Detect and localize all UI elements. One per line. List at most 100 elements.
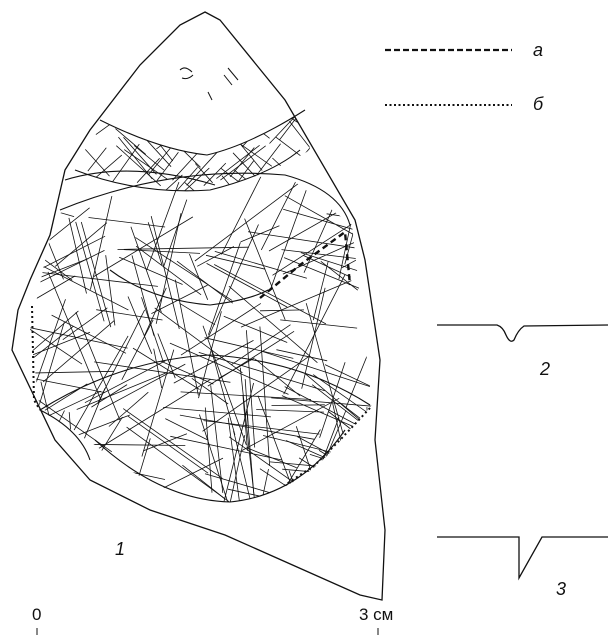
hatch-stroke-lower (84, 360, 166, 404)
hatch-stroke-lower (176, 260, 234, 304)
hatch-stroke-lower (283, 257, 372, 307)
hatch-stroke-lower (182, 464, 226, 500)
hatch-stroke-lower (254, 358, 301, 397)
hatch-stroke-lower (305, 303, 344, 435)
hatch-stroke-lower (211, 350, 236, 436)
hatch-stroke-lower (179, 414, 315, 440)
scale-start-label: 0 (32, 605, 41, 624)
hatch-stroke-lower (366, 407, 372, 492)
hatch-stroke-lower (163, 407, 271, 418)
hatch-stroke-lower (285, 440, 369, 478)
hatch-stroke-lower (276, 422, 372, 501)
hatch-stroke-lower (328, 411, 366, 441)
hatch-stroke-lower (344, 190, 365, 265)
hatch-stroke-lower (30, 325, 74, 372)
hatch-stroke-lower (30, 390, 102, 437)
dashed-boundary-a (259, 229, 352, 299)
hatch-stroke-lower (202, 325, 247, 446)
artifact-label: 1 (115, 539, 125, 559)
legend-label-a: а (533, 40, 543, 60)
hatch-stroke-lower (30, 318, 83, 365)
hatch-stroke-lower (345, 293, 372, 408)
hatch-stroke-lower (297, 436, 372, 488)
hatch-stroke-upper (256, 173, 276, 191)
hatch-stroke-lower (318, 450, 372, 502)
hatch-stroke-upper (141, 174, 183, 191)
hatch-stroke-lower (240, 225, 280, 243)
hatch-stroke-upper (220, 110, 242, 129)
hatch-stroke-lower (230, 324, 291, 366)
hatch-stroke-upper (166, 167, 198, 191)
hatch-stroke-lower (127, 415, 209, 474)
hatch-stroke-lower (227, 488, 323, 502)
hatch-stroke-lower (228, 285, 318, 364)
hatch-stroke-lower (256, 409, 325, 413)
hatch-stroke-lower (220, 176, 266, 255)
hatch-stroke-lower (179, 302, 216, 326)
hatch-stroke-upper (82, 110, 110, 116)
hatch-stroke-upper (230, 111, 256, 142)
hatch-stroke-lower (105, 255, 116, 326)
hatch-stroke-lower (271, 397, 372, 408)
hatch-stroke-lower (160, 360, 214, 385)
hatch-stroke-lower (68, 217, 87, 294)
hatch-stroke-lower (151, 284, 208, 314)
hatch-stroke-lower (239, 367, 255, 499)
hatch-stroke-lower (119, 256, 183, 285)
hatch-stroke-lower (191, 377, 229, 405)
relief-contours (39, 109, 371, 503)
hatch-stroke-lower (30, 331, 91, 364)
hatch-stroke-lower (80, 221, 112, 328)
hatch-stroke-lower (189, 253, 209, 300)
hatch-stroke-upper (156, 151, 179, 182)
hatch-stroke-lower (68, 414, 131, 439)
hatch-stroke-lower (165, 418, 209, 441)
hatch-stroke-lower (163, 199, 188, 268)
hatch-stroke-upper (164, 131, 201, 168)
hatch-stroke-lower (75, 312, 121, 421)
hatch-stroke-upper (236, 111, 255, 131)
hatch-stroke-lower (135, 245, 202, 296)
hatch-stroke-upper (106, 143, 140, 190)
hatch-stroke-lower (207, 330, 295, 387)
hatch-stroke-lower (77, 460, 166, 480)
profile-v-label: 2 (539, 359, 550, 379)
hatch-stroke-upper (147, 140, 172, 167)
hatch-stroke-lower (272, 202, 372, 276)
hatch-stroke-lower (219, 382, 254, 502)
hatch-stroke-lower (132, 347, 200, 390)
hatch-stroke-upper (184, 182, 213, 191)
hatch-stroke-lower (147, 222, 163, 266)
hatch-stroke-upper (283, 110, 303, 114)
hatch-stroke-lower (96, 309, 163, 321)
hatch-stroke-lower (324, 464, 372, 470)
hatch-stroke-lower (271, 404, 325, 406)
upper-hatching-band (75, 110, 310, 191)
hatch-stroke-upper (258, 143, 281, 174)
hatch-stroke-upper (237, 160, 255, 182)
hatch-stroke-lower (255, 469, 269, 502)
apex-marks (179, 67, 239, 101)
hatch-stroke-lower (259, 309, 305, 312)
hatch-stroke-lower (301, 287, 326, 389)
hatch-stroke-lower (228, 436, 331, 502)
hatch-stroke-lower (169, 342, 289, 395)
hatch-stroke-lower (284, 195, 336, 225)
hatch-stroke-lower (31, 395, 113, 453)
hatch-stroke-upper (288, 120, 310, 169)
hatch-stroke-upper (116, 145, 161, 187)
hatch-stroke-lower (122, 408, 223, 479)
hatch-stroke-upper (221, 175, 243, 191)
hatch-stroke-lower (141, 297, 164, 362)
profile-step-label: 3 (556, 579, 566, 599)
hatch-stroke-lower (363, 455, 372, 502)
hatch-stroke-lower (312, 261, 329, 321)
hatch-stroke-lower (30, 322, 128, 349)
hatch-stroke-lower (30, 322, 65, 450)
hatch-stroke-lower (30, 400, 99, 449)
hatch-stroke-lower (303, 197, 338, 273)
hatch-stroke-lower (153, 348, 163, 389)
hatch-stroke-lower (30, 250, 105, 307)
hatch-stroke-upper (164, 123, 186, 147)
